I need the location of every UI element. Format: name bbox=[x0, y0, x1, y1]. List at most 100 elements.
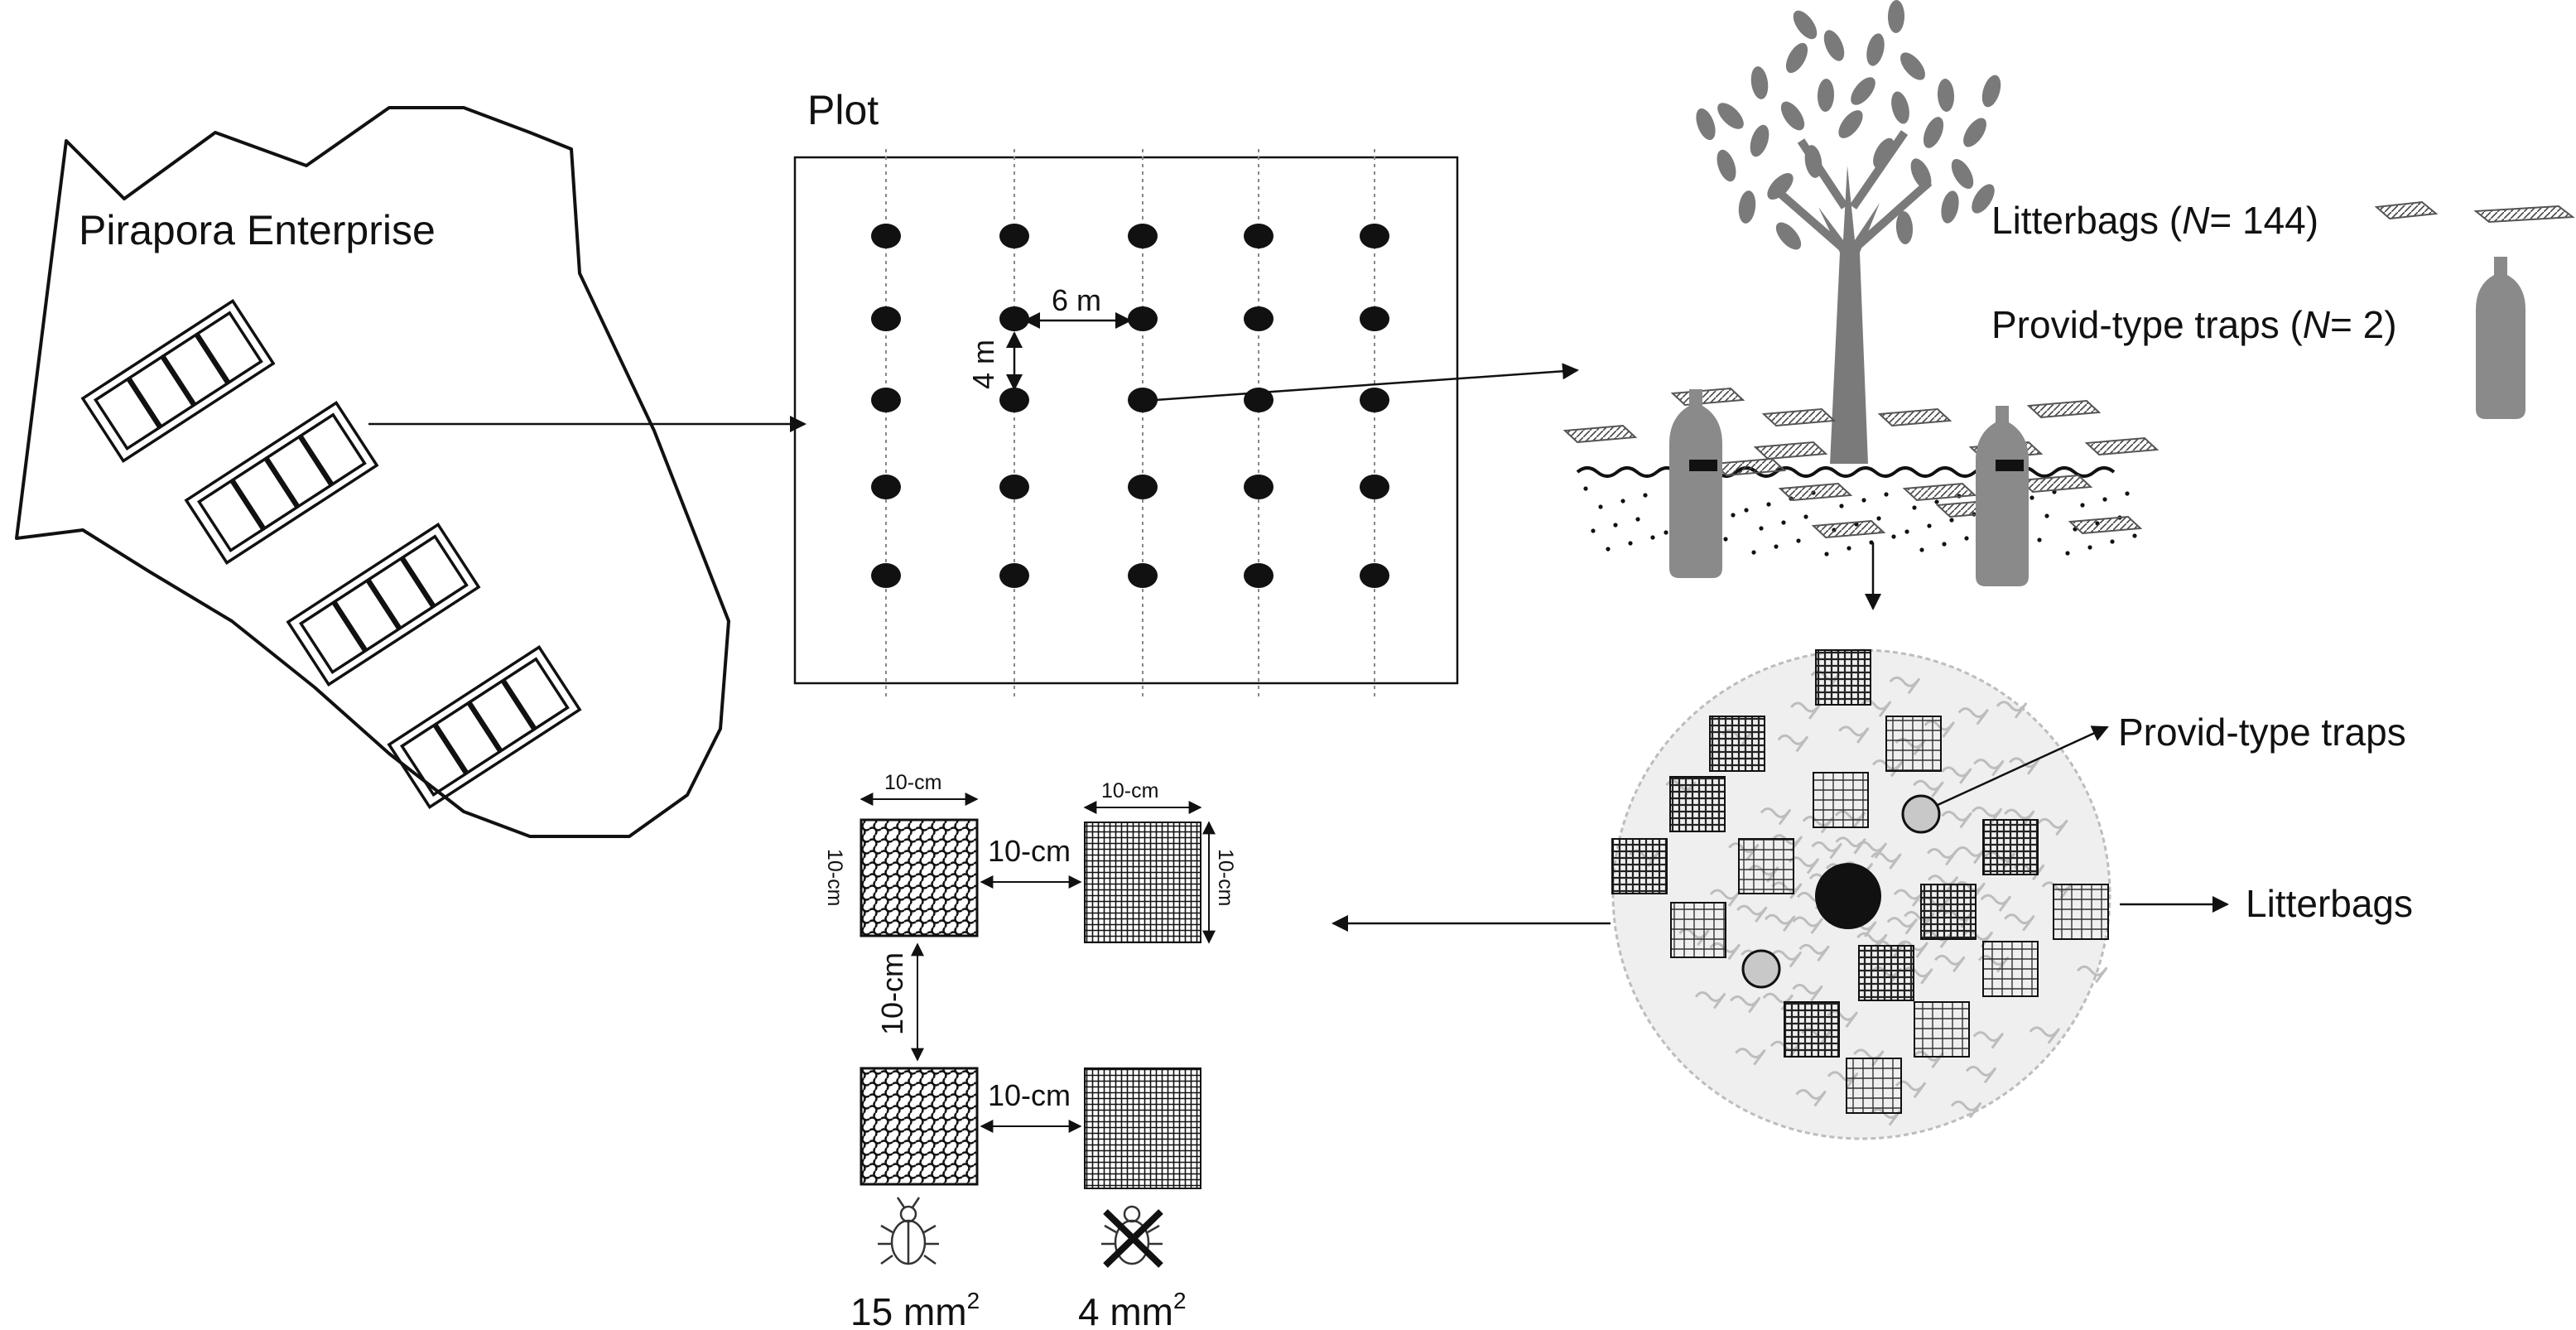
litterbag-square bbox=[1784, 1001, 1840, 1058]
soil-dot bbox=[1643, 493, 1648, 498]
tree-position-3-0 bbox=[871, 475, 901, 499]
litterbag-square bbox=[1982, 819, 2039, 875]
soil-dot bbox=[1774, 544, 1779, 549]
soil-dot bbox=[1824, 552, 1829, 557]
mesh-coarse-size-label: 15 mm2 bbox=[850, 1288, 980, 1330]
dim-left-height-label: 10-cm bbox=[823, 849, 846, 906]
litter-fragment bbox=[1694, 991, 1726, 1010]
tree-position-0-1 bbox=[999, 224, 1029, 248]
leaf bbox=[1910, 158, 1932, 190]
litter-fragment bbox=[1798, 943, 1830, 962]
soil-dot bbox=[1606, 547, 1611, 552]
circle-traps-label: Provid-type traps bbox=[2118, 711, 2406, 754]
soil-dot bbox=[1803, 514, 1808, 519]
tree-position-2-2 bbox=[1128, 388, 1158, 412]
litterbag-square bbox=[1611, 838, 1668, 894]
soil-dot bbox=[2110, 539, 2115, 544]
soil-dot bbox=[1744, 508, 1749, 513]
litter-fragment bbox=[2004, 808, 2035, 826]
tree-position-3-3 bbox=[1244, 475, 1274, 499]
soil-dot bbox=[1876, 516, 1881, 521]
leaf bbox=[1891, 91, 1909, 124]
soil-dot bbox=[1613, 523, 1618, 528]
soil-dot bbox=[1839, 504, 1844, 508]
litter-fragment bbox=[1792, 916, 1823, 934]
litter-fragment bbox=[1941, 766, 1972, 784]
litter-fragment bbox=[1897, 940, 1928, 958]
litter-fragment bbox=[1980, 894, 2011, 913]
legend-bottle-icon bbox=[2476, 257, 2525, 419]
leaf bbox=[1937, 79, 1955, 112]
bottle-trap-right bbox=[1976, 406, 2029, 586]
litter-fragment bbox=[1971, 806, 2002, 825]
tree-position-1-1 bbox=[999, 306, 1029, 331]
litter-fragment bbox=[1788, 856, 1819, 875]
tree-icon bbox=[1696, 0, 2001, 464]
litterbag-square bbox=[1738, 838, 1794, 894]
tree-position-4-4 bbox=[1360, 563, 1389, 588]
litterbag-square bbox=[1914, 1001, 1970, 1058]
leaf bbox=[1900, 52, 1925, 80]
litterbag-icon bbox=[2068, 515, 2143, 535]
plot-block-2 bbox=[184, 401, 379, 565]
litter-fragment bbox=[1950, 1100, 1981, 1119]
dim-gap-vertical-label: 10-cm bbox=[875, 952, 909, 1035]
litter-fragment bbox=[1770, 949, 1802, 968]
soil-dot bbox=[1891, 534, 1896, 539]
litterbag-square bbox=[1885, 716, 1942, 772]
leaf bbox=[1951, 158, 1974, 190]
leaf bbox=[1785, 42, 1808, 74]
litterbag-square bbox=[1709, 716, 1765, 772]
soil-dot bbox=[1766, 502, 1771, 507]
leaf bbox=[1895, 211, 1914, 244]
leaf bbox=[1717, 149, 1736, 182]
litter-fragment bbox=[1871, 851, 1902, 870]
leaf bbox=[1696, 108, 1716, 141]
litterbag-square bbox=[1858, 945, 1914, 1001]
litter-fragment bbox=[2029, 1026, 2060, 1044]
tree-position-4-3 bbox=[1244, 563, 1274, 588]
litter-fragment bbox=[1941, 810, 1972, 829]
soil-dot bbox=[2065, 551, 2070, 556]
litter-fragment bbox=[1730, 995, 1761, 1014]
tree-position-1-0 bbox=[871, 306, 901, 331]
beetle-crossed-icon bbox=[1101, 1205, 1163, 1268]
litterbag-icon bbox=[2018, 474, 2093, 494]
soil-dot bbox=[1731, 513, 1736, 518]
soil-dot bbox=[2030, 495, 2034, 500]
trap-marker-2 bbox=[1741, 949, 1781, 989]
litter-fragment bbox=[2077, 965, 2108, 984]
litterbag-square bbox=[1846, 1058, 1902, 1114]
leaf bbox=[1873, 137, 1895, 169]
tree-position-1-4 bbox=[1360, 306, 1389, 331]
dim-right-height-label: 10-cm bbox=[1214, 849, 1237, 906]
tree-position-2-4 bbox=[1360, 388, 1389, 412]
plot-frame bbox=[793, 156, 1459, 685]
legend-litterbags-label: Litterbags (N= 144) bbox=[1991, 199, 2318, 242]
plot-panel: Plot 6 m 4 m bbox=[793, 87, 1459, 700]
litter-fragment bbox=[1889, 676, 1920, 695]
leaf bbox=[1750, 124, 1769, 157]
litter-fragment bbox=[1838, 725, 1870, 744]
soil-surface-line bbox=[1576, 466, 2116, 478]
bottle-trap-left bbox=[1669, 389, 1722, 578]
leaf bbox=[1738, 190, 1756, 224]
soil-dot bbox=[1847, 546, 1851, 551]
legend-litterbag-icon bbox=[2374, 200, 2575, 224]
mesh-coarse-top bbox=[859, 818, 979, 937]
spacing-x-label: 6 m bbox=[1052, 283, 1101, 317]
soil-dot bbox=[1650, 535, 1655, 540]
litter-fragment bbox=[1736, 904, 1768, 923]
litterbag-icon bbox=[1670, 387, 1745, 407]
litter-fragment bbox=[2004, 913, 2035, 932]
soil-dot bbox=[2080, 503, 2085, 508]
litter-fragment bbox=[1760, 807, 1791, 826]
soil-dot bbox=[1796, 538, 1801, 543]
tree-position-3-1 bbox=[999, 475, 1029, 499]
leaf bbox=[1780, 101, 1805, 131]
tree-position-1-2 bbox=[1128, 306, 1158, 331]
litter-fragment bbox=[1886, 917, 1918, 935]
arrow-tree-to-detail bbox=[1154, 363, 1579, 402]
enterprise-label: Pirapora Enterprise bbox=[79, 207, 436, 253]
